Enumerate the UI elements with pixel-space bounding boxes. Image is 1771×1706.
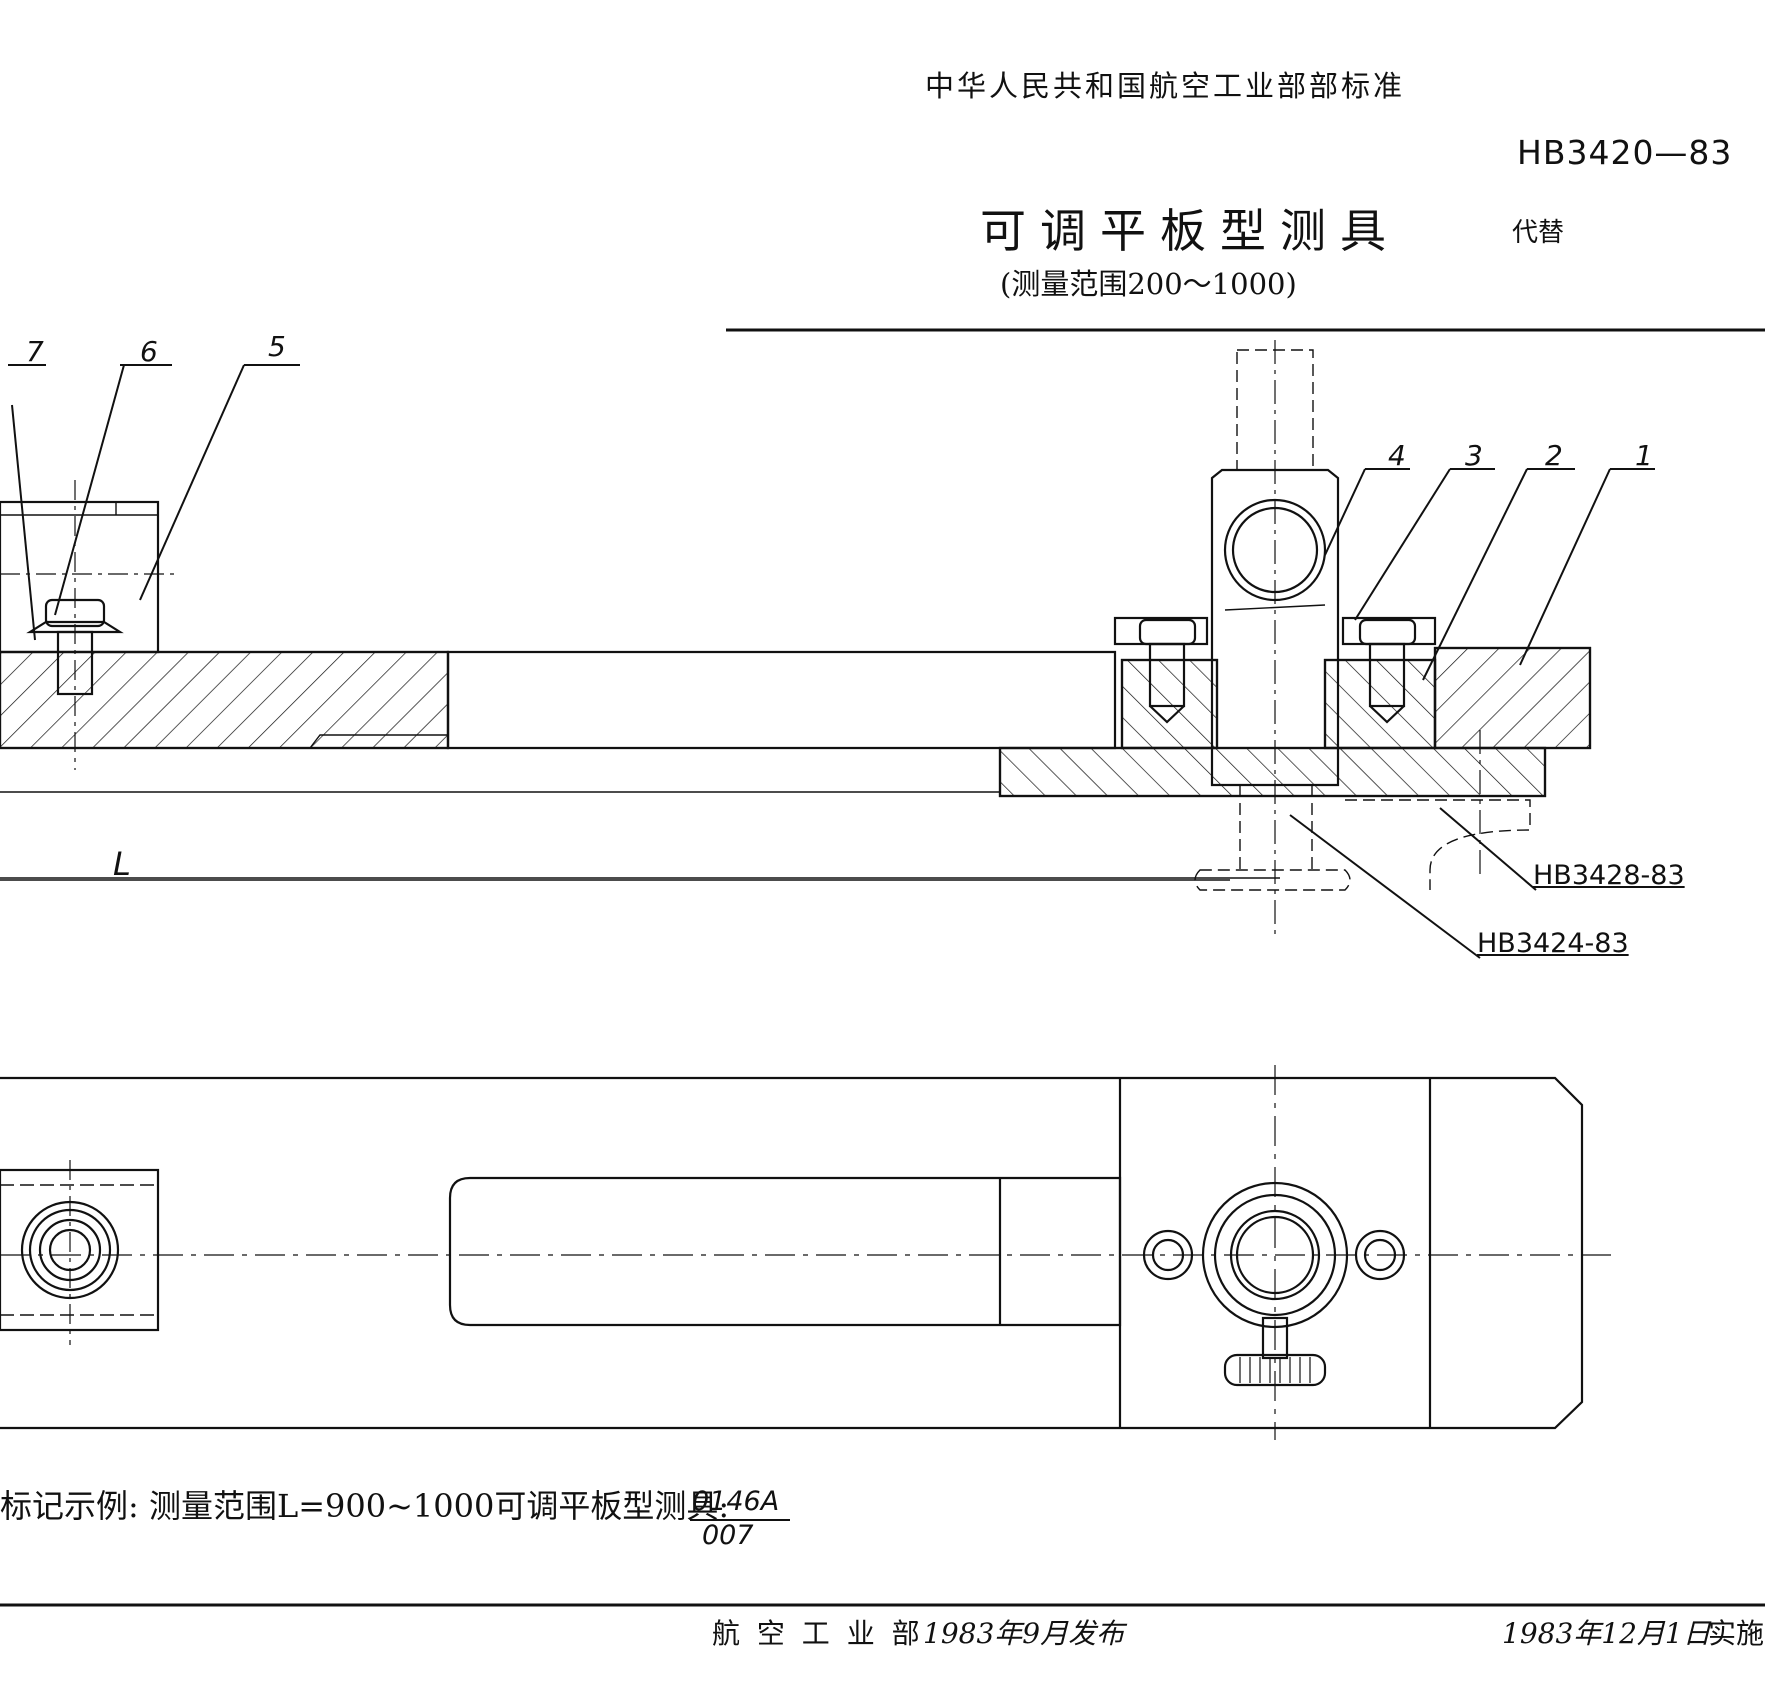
reference-hb3428: HB3428-83 (1533, 860, 1685, 891)
footer-effective-label: 实施 (1708, 1617, 1765, 1650)
callout-leaders (8, 364, 1655, 959)
document-title: 可调平板型测具 (980, 204, 1400, 258)
issuing-authority: 中华人民共和国航空工业部部标准 (925, 69, 1406, 103)
standard-number: HB3420—83 (1517, 133, 1733, 172)
footer-effective-date: 1983年12月1日 (1502, 1617, 1711, 1650)
post (1210, 468, 1340, 787)
callout-5: 5 (268, 330, 286, 363)
beam-middle (446, 650, 1117, 750)
callout-1: 1 (1635, 439, 1653, 472)
callout-7: 7 (26, 335, 44, 368)
washer-right (1341, 616, 1437, 646)
document-subtitle: (测量范围200～1000) (1000, 267, 1297, 301)
part-1-block (1433, 646, 1592, 750)
beam-section-left (0, 650, 450, 750)
marking-example-text: 标记示例: 测量范围L=900~1000可调平板型测具: (0, 1487, 730, 1525)
marking-code-numerator: 0146A (692, 1486, 780, 1517)
base-plate (998, 746, 1547, 798)
reference-hb3424: HB3424-83 (1477, 928, 1629, 959)
clamp-block-plan (0, 1168, 160, 1332)
plan-outline (0, 1076, 1584, 1430)
footer-publisher: 航 空 工 业 部 (712, 1617, 924, 1650)
callout-2: 2 (1545, 439, 1563, 472)
marking-code-denominator: 007 (702, 1520, 754, 1551)
slot (448, 1176, 1122, 1327)
callout-6: 6 (140, 335, 158, 368)
callout-4: 4 (1388, 439, 1406, 472)
replaces-label: 代替 (1512, 218, 1565, 248)
dimension-l-label: L (113, 845, 131, 883)
footer-release-date: 1983年9月发布 (923, 1617, 1125, 1650)
callout-3: 3 (1465, 439, 1483, 472)
